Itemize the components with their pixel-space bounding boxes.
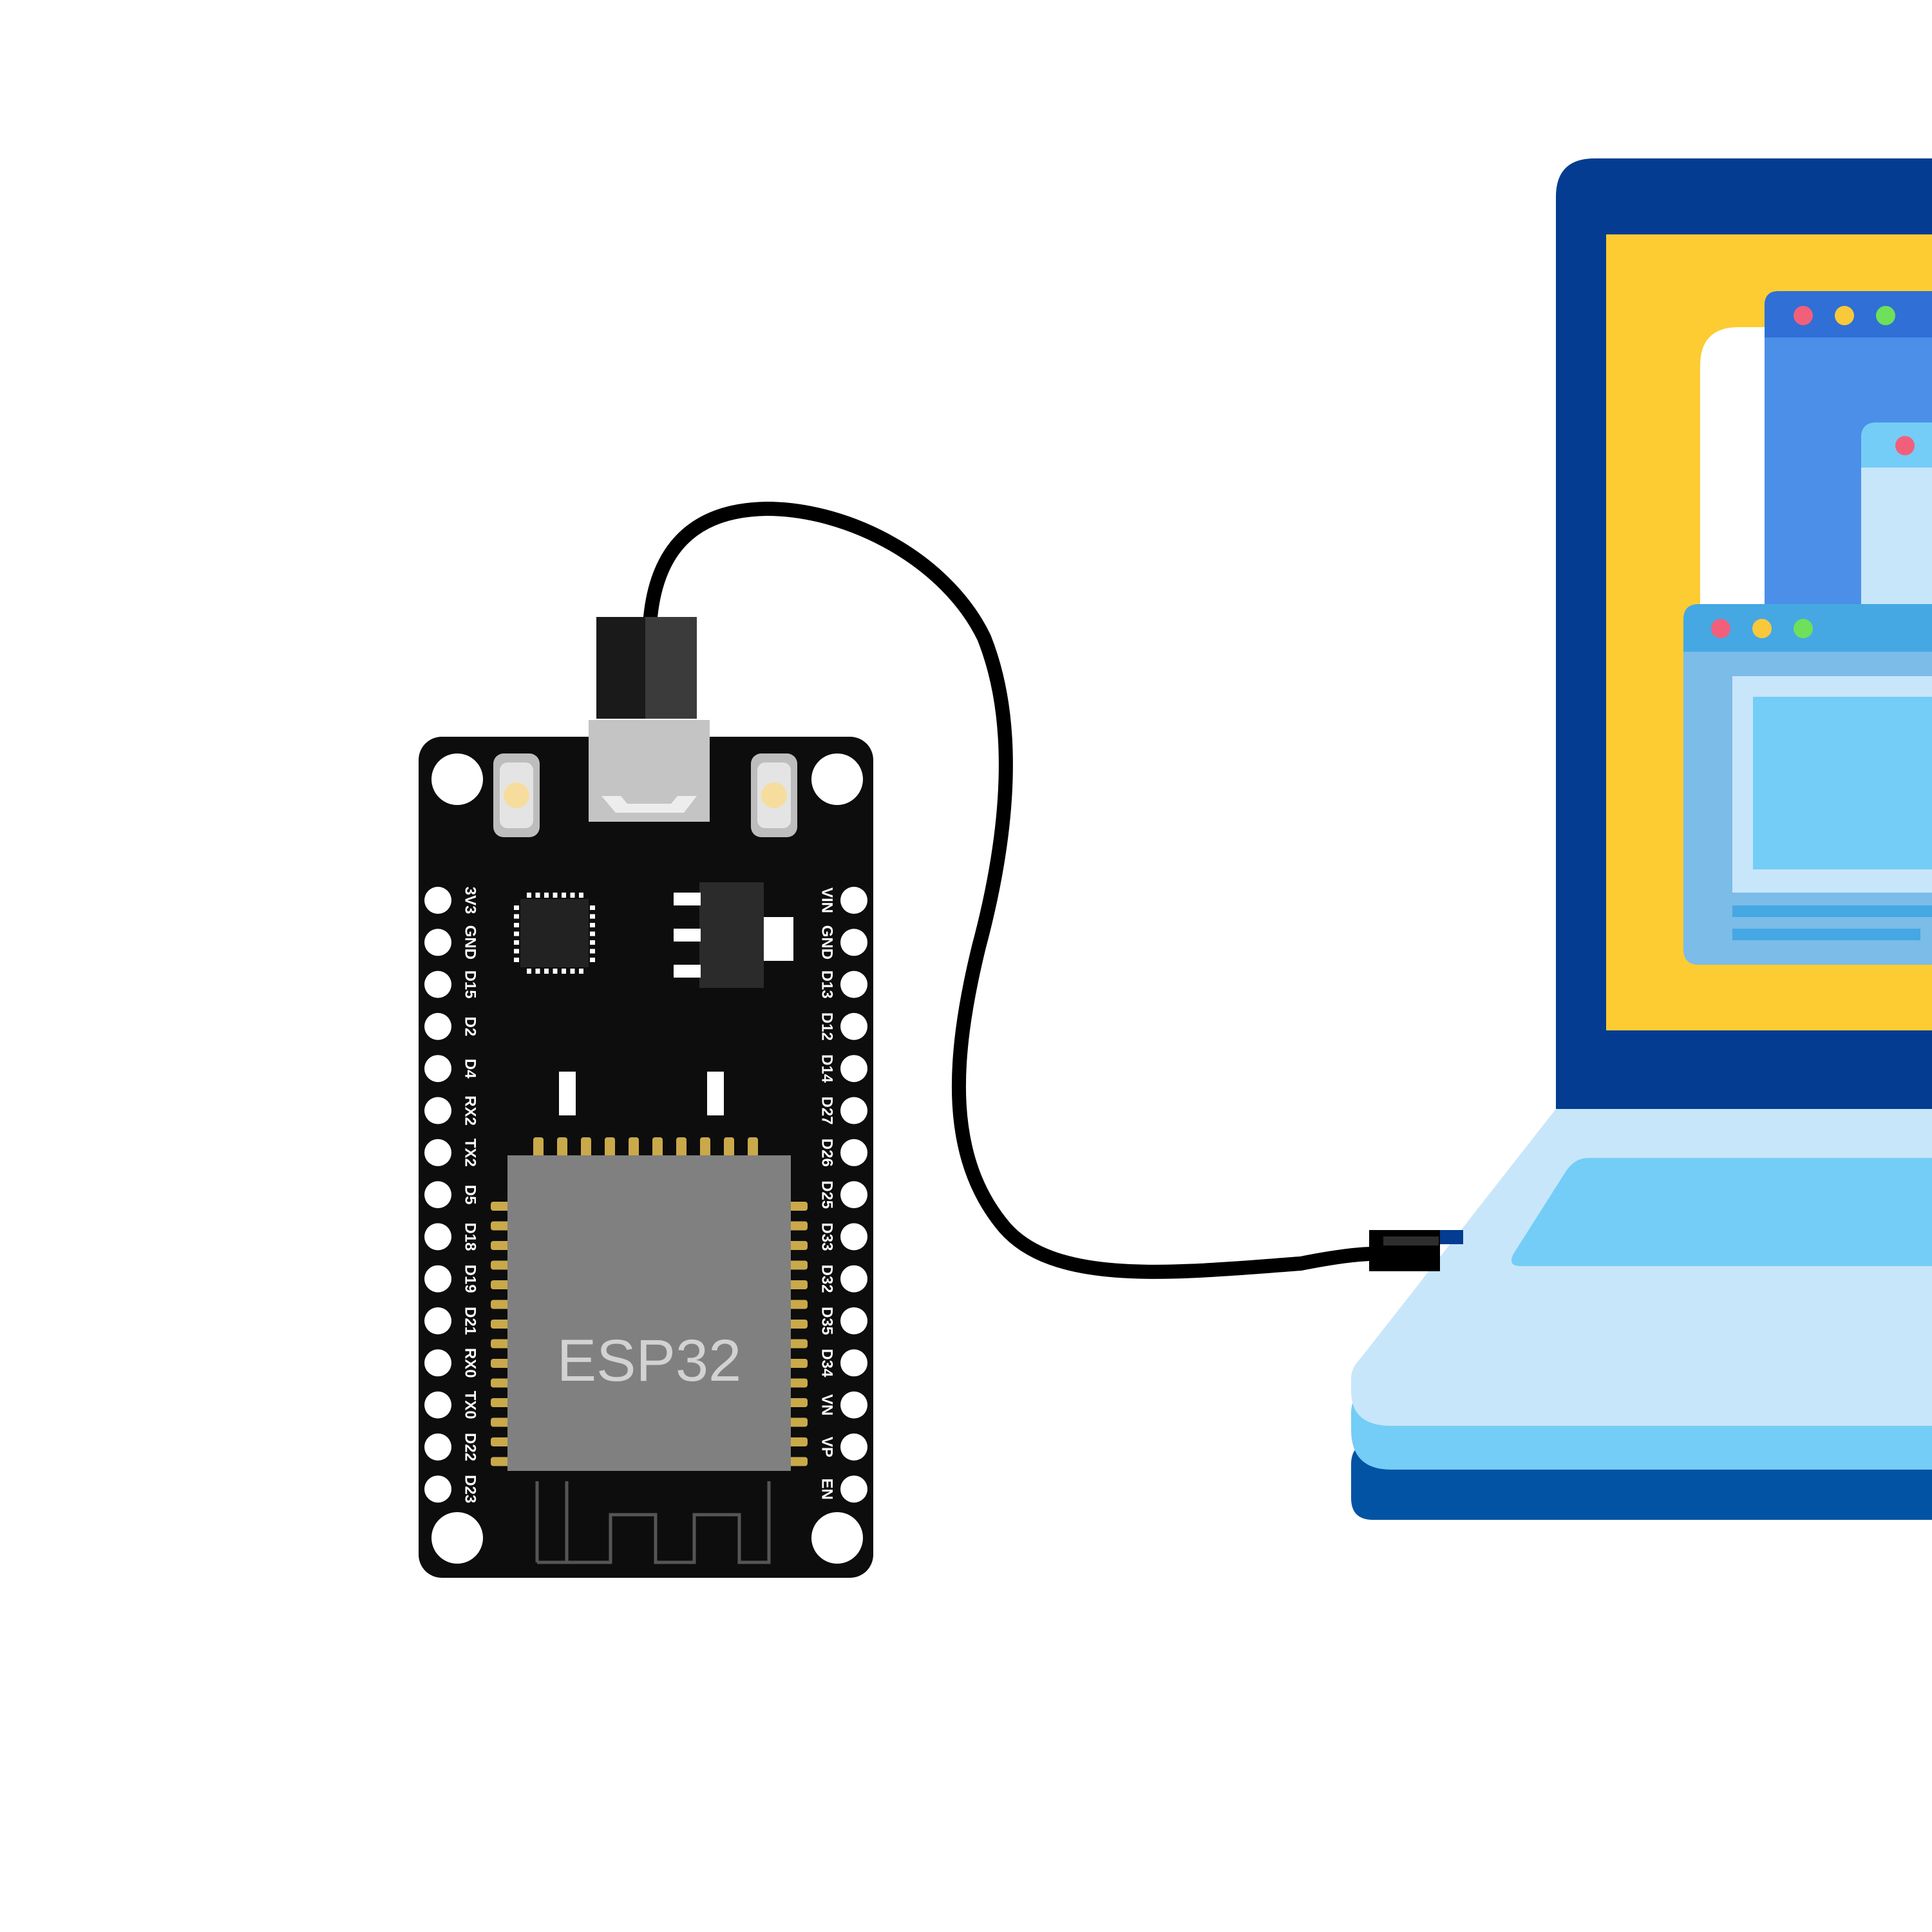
header-pin: [840, 1475, 867, 1503]
pin-label: GND: [819, 925, 836, 960]
header-pin: [424, 887, 451, 914]
usb-plug-laptop-shine: [1383, 1236, 1439, 1245]
pin-label: D12: [819, 1012, 836, 1041]
header-pin: [840, 887, 867, 914]
micro-usb-port-slot: [601, 796, 697, 813]
pin-label: D23: [462, 1475, 479, 1503]
header-pin: [424, 1139, 451, 1166]
usb-cable-wire: [643, 501, 1398, 1279]
header-pin: [840, 929, 867, 956]
close-dot-icon: [1895, 436, 1915, 455]
pin-label: VIN: [819, 887, 836, 913]
pin-label: D26: [819, 1139, 836, 1167]
close-dot-icon: [1794, 306, 1813, 325]
pin-label: D21: [462, 1307, 479, 1335]
laptop: [1351, 158, 1932, 1520]
window-text-line: [1732, 905, 1932, 917]
header-pin: [840, 971, 867, 998]
pin-label: D15: [462, 971, 479, 999]
header-pin: [424, 1012, 451, 1040]
pin-label: D18: [462, 1222, 479, 1251]
header-pin: [424, 971, 451, 998]
pin-label: D25: [819, 1180, 836, 1209]
header-pin: [424, 929, 451, 956]
header-pin: [424, 1349, 451, 1377]
pin-label: D4: [462, 1059, 479, 1079]
header-pin: [840, 1307, 867, 1334]
boot-button: [751, 753, 797, 837]
pin-label: GND: [462, 925, 479, 960]
en-button: [493, 753, 540, 837]
header-pin: [424, 1265, 451, 1293]
usb-plug-head-shade: [645, 617, 697, 719]
laptop-usb-port: [1437, 1230, 1463, 1244]
browser-window-front: [1683, 604, 1932, 965]
header-pin: [840, 1139, 867, 1166]
usb-cable: [643, 501, 1440, 1279]
pin-label: TX2: [462, 1139, 479, 1167]
esp32-module: [507, 1155, 791, 1471]
pin-label: D33: [819, 1222, 836, 1251]
white-window-back: [1700, 327, 1777, 618]
pin-label: VN: [819, 1394, 836, 1416]
header-pin: [424, 1223, 451, 1251]
pcb-antenna: [535, 1481, 771, 1564]
pin-label: D34: [819, 1349, 836, 1378]
pin-label: VP: [819, 1437, 836, 1457]
mounting-hole: [811, 1512, 863, 1564]
mounting-hole: [431, 1512, 483, 1564]
browser-window-light: [1861, 422, 1932, 618]
mounting-hole: [431, 753, 483, 805]
header-pin: [840, 1349, 867, 1377]
header-pin: [840, 1433, 867, 1461]
pin-label: TX0: [462, 1391, 479, 1419]
laptop-touchpad: [1511, 1158, 1932, 1266]
window-text-line: [1732, 929, 1920, 940]
pin-label: D32: [819, 1265, 836, 1293]
pin-label: 3V3: [462, 887, 479, 914]
minimize-dot-icon: [1835, 306, 1854, 325]
header-pin: [840, 1181, 867, 1209]
pin-label: D35: [819, 1307, 836, 1335]
header-pin: [424, 1391, 451, 1419]
pin-label: EN: [819, 1479, 836, 1500]
header-pin: [840, 1012, 867, 1040]
led: [559, 1072, 576, 1115]
pin-label: D19: [462, 1265, 479, 1293]
module-label: ESP32: [557, 1328, 741, 1394]
pin-label: RX2: [462, 1095, 479, 1126]
window-content-image: [1753, 697, 1932, 869]
voltage-regulator: [674, 882, 793, 988]
header-pin: [424, 1055, 451, 1083]
header-pin: [840, 1097, 867, 1124]
minimize-dot-icon: [1752, 619, 1772, 638]
header-pin: [840, 1223, 867, 1251]
maximize-dot-icon: [1794, 619, 1813, 638]
header-pin: [424, 1181, 451, 1209]
pin-label: D14: [819, 1054, 836, 1083]
pin-label: D27: [819, 1096, 836, 1124]
pin-label: D13: [819, 971, 836, 999]
pin-label: D5: [462, 1185, 479, 1205]
usb-uart-chip: [514, 893, 595, 974]
mounting-hole: [811, 753, 863, 805]
pin-label: D2: [462, 1017, 479, 1037]
header-pin: [424, 1433, 451, 1461]
header-pin: [840, 1265, 867, 1293]
header-pin: [424, 1475, 451, 1503]
pin-label: RX0: [462, 1348, 479, 1378]
header-pin: [840, 1391, 867, 1419]
led: [707, 1072, 724, 1115]
close-dot-icon: [1711, 619, 1730, 638]
usb-plug-laptop-end: [1369, 1230, 1440, 1271]
header-pin: [424, 1307, 451, 1334]
pin-label: D22: [462, 1433, 479, 1461]
header-pin: [424, 1097, 451, 1124]
maximize-dot-icon: [1876, 306, 1895, 325]
header-pin: [840, 1055, 867, 1083]
